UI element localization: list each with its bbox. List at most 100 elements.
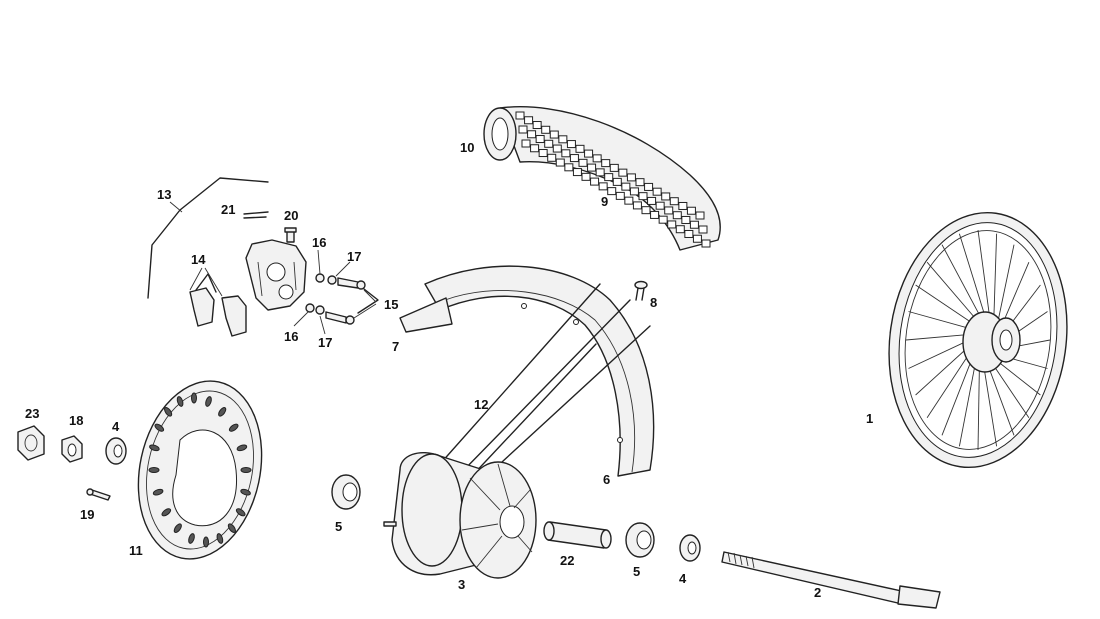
tire-tread bbox=[515, 111, 711, 248]
leader-lines bbox=[169, 201, 377, 335]
tread-block bbox=[549, 130, 559, 139]
callout-11: 11 bbox=[129, 543, 143, 558]
disc-hole bbox=[205, 396, 212, 407]
brake-pads bbox=[189, 273, 247, 337]
callout-19: 19 bbox=[80, 507, 95, 522]
callout-16-bottom: 16 bbox=[284, 329, 299, 344]
tread-block bbox=[632, 201, 642, 210]
tread-block bbox=[578, 158, 588, 167]
tread-block bbox=[561, 149, 571, 158]
axle bbox=[721, 551, 941, 609]
wheel-spoke bbox=[905, 333, 973, 341]
disc-hole bbox=[154, 423, 165, 432]
wheel-spoke bbox=[958, 357, 977, 447]
wheel-spoke bbox=[993, 233, 998, 327]
tread-block bbox=[575, 144, 585, 153]
callout-4-left: 4 bbox=[112, 419, 120, 434]
callout-16-top: 16 bbox=[312, 235, 327, 250]
tread-block bbox=[689, 220, 699, 229]
bearings bbox=[331, 474, 655, 558]
tread-block bbox=[564, 163, 574, 172]
callout-12: 12 bbox=[474, 397, 489, 412]
callout-17-top: 17 bbox=[347, 249, 362, 264]
tread-block bbox=[544, 139, 554, 148]
wheel-spoke bbox=[941, 244, 984, 323]
tread-block bbox=[547, 153, 557, 162]
wheel-spoke bbox=[915, 344, 972, 396]
disc-screw bbox=[86, 488, 111, 501]
disc-hole bbox=[240, 467, 252, 473]
callout-5-right: 5 bbox=[633, 564, 641, 579]
disc-hole bbox=[191, 392, 197, 404]
fender-screw bbox=[634, 280, 648, 301]
disc-hole bbox=[227, 523, 236, 534]
tread-block bbox=[698, 225, 708, 234]
spacer bbox=[543, 521, 612, 549]
tire bbox=[483, 106, 721, 251]
caliper-bolts bbox=[325, 277, 379, 325]
disc-holes bbox=[148, 392, 252, 548]
tread-block bbox=[618, 168, 628, 177]
callout-18: 18 bbox=[69, 413, 84, 428]
wheel-spoke bbox=[977, 229, 991, 324]
disc-hole bbox=[235, 508, 246, 517]
tread-block bbox=[572, 168, 582, 177]
tread-block bbox=[538, 149, 548, 158]
disc-hole bbox=[203, 536, 209, 548]
wheel-spoke bbox=[915, 284, 977, 327]
tread-block bbox=[629, 187, 639, 196]
tread-block bbox=[535, 135, 545, 144]
tread-block bbox=[566, 140, 576, 149]
tread-block bbox=[552, 144, 562, 153]
callout-7: 7 bbox=[392, 339, 400, 354]
tread-block bbox=[555, 158, 565, 167]
pin bbox=[243, 211, 269, 219]
tread-block bbox=[621, 182, 631, 191]
tread-block bbox=[647, 196, 657, 205]
disc-hole bbox=[152, 488, 164, 496]
brake-disc bbox=[137, 380, 263, 560]
tread-block bbox=[515, 111, 525, 120]
disc-hole bbox=[240, 488, 251, 496]
tread-block bbox=[601, 159, 611, 168]
tread-block bbox=[615, 191, 625, 200]
tread-block bbox=[598, 182, 608, 191]
wheel-spoke bbox=[993, 357, 1041, 396]
callout-10: 10 bbox=[460, 140, 475, 155]
fender bbox=[399, 265, 655, 477]
tread-block bbox=[581, 172, 591, 181]
callout-8: 8 bbox=[650, 295, 658, 310]
tread-block bbox=[661, 192, 671, 201]
tread-block bbox=[595, 168, 605, 177]
tread-block bbox=[530, 144, 540, 153]
tread-block bbox=[650, 210, 660, 219]
disc-hole bbox=[176, 396, 184, 407]
tread-block bbox=[626, 173, 636, 182]
wheel-spoke bbox=[908, 338, 972, 369]
tread-block bbox=[695, 211, 705, 220]
tread-block bbox=[686, 206, 696, 215]
complete-wheel bbox=[888, 211, 1068, 469]
tread-block bbox=[652, 187, 662, 196]
tread-block bbox=[518, 125, 528, 134]
tread-block bbox=[658, 215, 668, 224]
callout-22: 22 bbox=[560, 553, 575, 568]
brake-caliper bbox=[245, 239, 307, 311]
tread-block bbox=[590, 177, 600, 186]
tread-block bbox=[592, 154, 602, 163]
tread-block bbox=[669, 197, 679, 206]
tread-block bbox=[521, 139, 531, 148]
caliper-washers bbox=[305, 273, 337, 315]
disc-hole bbox=[164, 406, 173, 417]
tread-block bbox=[655, 201, 665, 210]
tread-block bbox=[644, 182, 654, 191]
tread-block bbox=[641, 206, 651, 215]
callout-15: 15 bbox=[384, 297, 399, 312]
wheel-spoke bbox=[926, 261, 981, 324]
tread-block bbox=[678, 201, 688, 210]
callout-3: 3 bbox=[458, 577, 466, 592]
tread-block bbox=[664, 206, 674, 215]
wheel-spoke bbox=[986, 361, 1015, 436]
tread-block bbox=[604, 173, 614, 182]
disc-hole bbox=[236, 444, 248, 452]
